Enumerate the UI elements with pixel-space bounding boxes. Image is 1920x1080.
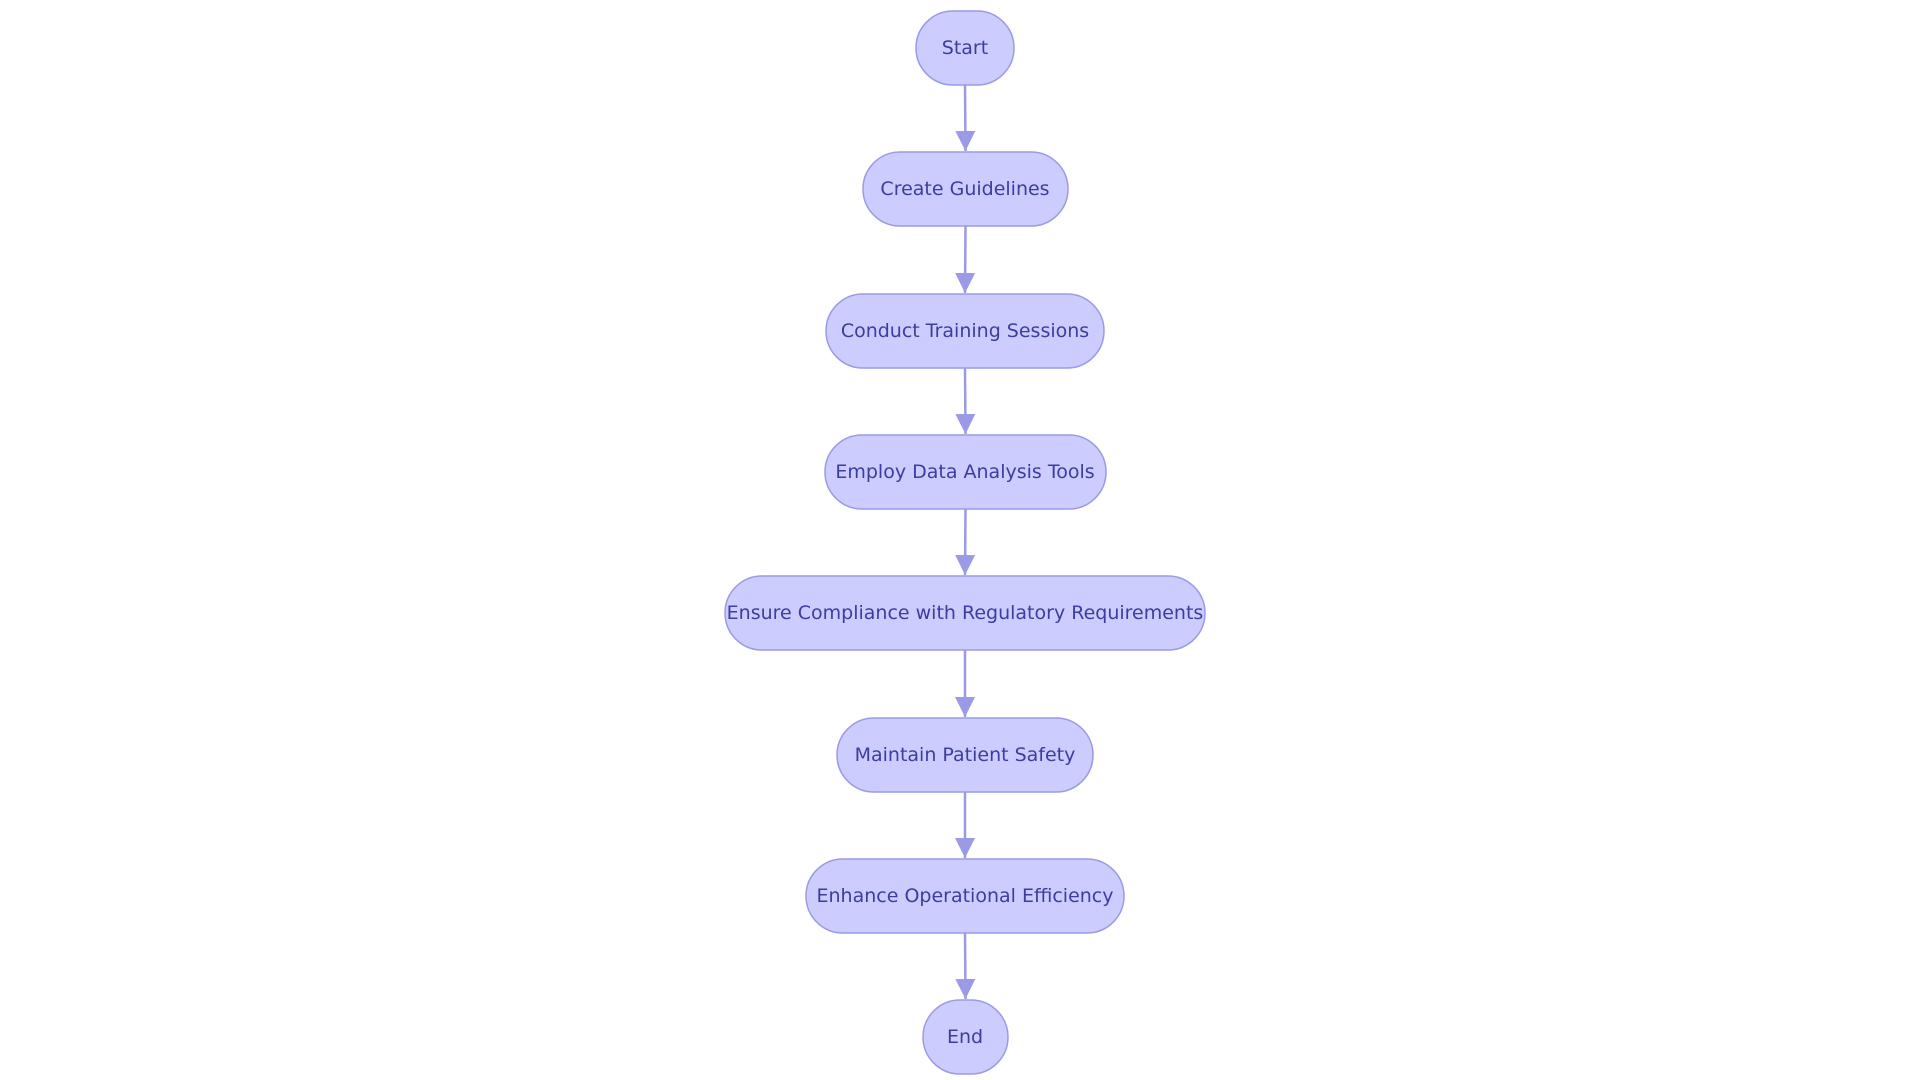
node-start[interactable]: Start	[915, 10, 1015, 86]
node-conduct-training-sessions-shape	[825, 293, 1105, 369]
edges	[955, 84, 976, 1000]
edge-employ-data-analysis-tools-to-ensure-compliance	[955, 508, 976, 576]
node-employ-data-analysis-tools-label: Employ Data Analysis Tools	[835, 461, 1094, 483]
node-enhance-operational-efficiency[interactable]: Enhance Operational Efficiency	[805, 858, 1125, 934]
edge-enhance-operational-efficiency-to-end	[955, 932, 976, 1000]
node-maintain-patient-safety-label: Maintain Patient Safety	[855, 744, 1076, 766]
node-ensure-compliance-shape	[724, 575, 1206, 651]
node-employ-data-analysis-tools[interactable]: Employ Data Analysis Tools	[824, 434, 1107, 510]
node-ensure-compliance[interactable]: Ensure Compliance with Regulatory Requir…	[724, 575, 1206, 651]
node-create-guidelines[interactable]: Create Guidelines	[862, 151, 1069, 227]
node-maintain-patient-safety-shape	[836, 717, 1094, 793]
node-employ-data-analysis-tools-shape	[824, 434, 1107, 510]
node-end[interactable]: End	[922, 999, 1009, 1075]
node-create-guidelines-label: Create Guidelines	[880, 178, 1049, 200]
node-conduct-training-sessions-label: Conduct Training Sessions	[841, 320, 1089, 342]
node-enhance-operational-efficiency-label: Enhance Operational Efficiency	[817, 885, 1114, 907]
node-maintain-patient-safety[interactable]: Maintain Patient Safety	[836, 717, 1094, 793]
edge-start-to-create-guidelines	[955, 84, 976, 152]
node-end-shape	[922, 999, 1009, 1075]
node-start-label: Start	[942, 37, 988, 59]
node-create-guidelines-shape	[862, 151, 1069, 227]
edge-conduct-training-sessions-to-employ-data-analysis-tools	[955, 367, 976, 435]
node-enhance-operational-efficiency-shape	[805, 858, 1125, 934]
node-end-label: End	[947, 1026, 983, 1048]
node-conduct-training-sessions[interactable]: Conduct Training Sessions	[825, 293, 1105, 369]
node-start-shape	[915, 10, 1015, 86]
edge-create-guidelines-to-conduct-training-sessions	[955, 225, 976, 294]
node-ensure-compliance-label: Ensure Compliance with Regulatory Requir…	[727, 602, 1204, 624]
